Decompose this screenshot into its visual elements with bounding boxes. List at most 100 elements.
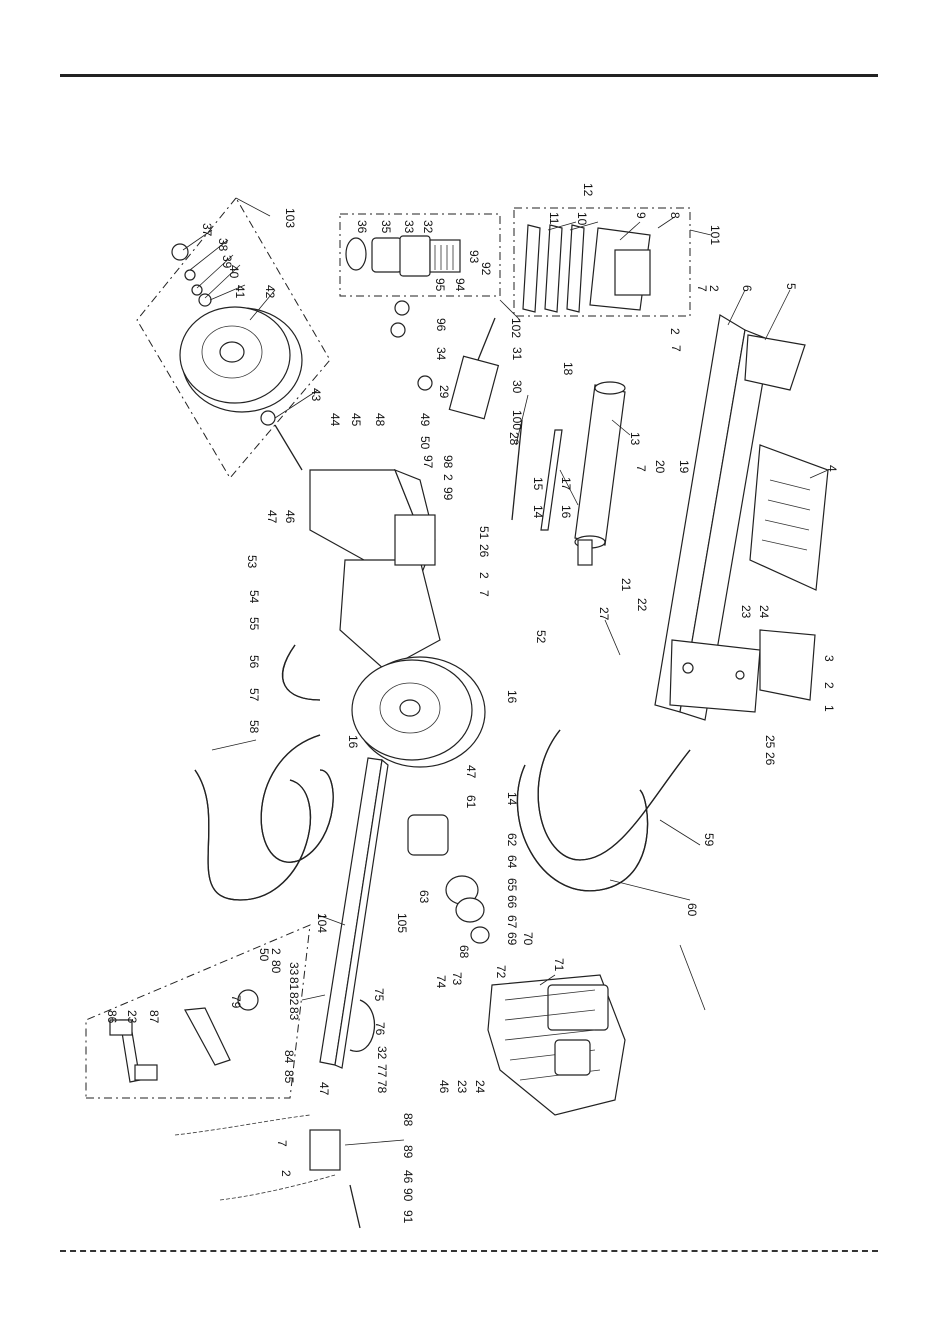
callout-62: 62 xyxy=(505,833,519,847)
callout-58: 58 xyxy=(247,720,261,734)
engine xyxy=(487,974,626,1116)
callout-90: 90 xyxy=(401,1188,415,1202)
callout-47-c: 47 xyxy=(317,1082,331,1096)
callout-2-f: 2 xyxy=(269,948,283,955)
group-102-boundary xyxy=(339,213,501,297)
callout-103: 103 xyxy=(283,208,297,228)
callout-8: 8 xyxy=(668,212,682,219)
callout-89: 89 xyxy=(401,1145,415,1159)
callout-59: 59 xyxy=(702,833,716,847)
callout-102: 102 xyxy=(509,318,523,338)
callout-35: 35 xyxy=(379,220,393,234)
callout-81: 81 xyxy=(287,977,301,991)
callout-30: 30 xyxy=(510,380,524,394)
callout-93: 93 xyxy=(467,250,481,264)
safety-chains xyxy=(174,1114,361,1229)
callout-7-c: 7 xyxy=(634,465,648,472)
callout-16-a: 16 xyxy=(559,505,573,519)
callout-26-b: 26 xyxy=(763,752,777,766)
callout-7-d: 7 xyxy=(477,590,491,597)
callout-37: 37 xyxy=(200,223,214,237)
callout-18: 18 xyxy=(561,362,575,376)
callout-77: 77 xyxy=(375,1064,389,1078)
callout-7-b: 7 xyxy=(669,345,683,352)
callout-2-d: 2 xyxy=(477,572,491,579)
callout-83: 83 xyxy=(287,1007,301,1021)
wheel-upper xyxy=(171,243,303,471)
callout-19: 19 xyxy=(677,460,691,474)
callout-24-b: 24 xyxy=(473,1080,487,1094)
callout-38: 38 xyxy=(216,238,230,252)
callout-56: 56 xyxy=(247,655,261,669)
callout-51: 51 xyxy=(477,526,491,540)
callout-44: 44 xyxy=(328,413,342,427)
callout-22: 22 xyxy=(635,598,649,612)
callout-49: 49 xyxy=(418,413,432,427)
pump-coupler xyxy=(407,814,490,944)
callout-5: 5 xyxy=(784,283,798,290)
callout-46-a: 46 xyxy=(283,510,297,524)
callout-21: 21 xyxy=(619,578,633,592)
callout-52: 52 xyxy=(534,630,548,644)
callout-68: 68 xyxy=(457,945,471,959)
callout-94: 94 xyxy=(453,278,467,292)
callout-46-c: 46 xyxy=(401,1170,415,1184)
callout-24-a: 24 xyxy=(757,605,771,619)
callout-2-c: 2 xyxy=(441,474,455,481)
callout-23-a: 23 xyxy=(739,605,753,619)
callout-84: 84 xyxy=(282,1050,296,1064)
header-rule xyxy=(60,74,878,77)
callout-2-e: 2 xyxy=(822,682,836,689)
callout-3: 3 xyxy=(822,655,836,662)
callout-34: 34 xyxy=(434,347,448,361)
callout-46-b: 46 xyxy=(437,1080,451,1094)
tow-tongue xyxy=(319,757,389,1069)
callout-2-a: 2 xyxy=(707,285,721,292)
callout-65: 65 xyxy=(505,878,519,892)
control-valve xyxy=(390,300,500,420)
hitch-assembly xyxy=(109,989,259,1083)
callout-13: 13 xyxy=(628,432,642,446)
callout-33-b: 33 xyxy=(287,962,301,976)
callout-14-a: 14 xyxy=(531,505,545,519)
callout-43: 43 xyxy=(309,388,323,402)
callout-74: 74 xyxy=(434,975,448,989)
callout-54: 54 xyxy=(247,590,261,604)
callout-11: 11 xyxy=(547,212,561,225)
callout-50-b: 50 xyxy=(257,948,271,962)
callout-61: 61 xyxy=(464,795,478,809)
callout-100: 100 xyxy=(510,410,524,430)
callout-86: 86 xyxy=(105,1010,119,1024)
callout-39: 39 xyxy=(220,255,234,269)
wedge-assembly xyxy=(522,224,651,313)
pump-assembly xyxy=(345,235,461,277)
group-101-boundary xyxy=(513,207,691,317)
callout-104: 104 xyxy=(315,913,329,933)
callout-57: 57 xyxy=(247,688,261,702)
beam-assembly xyxy=(654,314,829,721)
callout-66: 66 xyxy=(505,895,519,909)
callout-78: 78 xyxy=(375,1080,389,1094)
callout-72: 72 xyxy=(494,965,508,979)
callout-6: 6 xyxy=(740,285,754,292)
footer-rule xyxy=(60,1250,878,1252)
callout-55: 55 xyxy=(247,617,261,631)
callout-25: 25 xyxy=(763,735,777,749)
reservoir-tank xyxy=(309,468,441,671)
callout-75: 75 xyxy=(372,988,386,1002)
callout-27: 27 xyxy=(597,607,611,621)
callout-73: 73 xyxy=(450,972,464,986)
callout-4: 4 xyxy=(825,465,839,472)
callout-85: 85 xyxy=(282,1070,296,1084)
callout-14-b: 14 xyxy=(505,792,519,806)
leader-lines xyxy=(182,197,829,1146)
wheel-lower xyxy=(351,656,486,768)
hoses xyxy=(194,419,691,901)
callout-67: 67 xyxy=(505,915,519,929)
callout-80: 80 xyxy=(269,960,283,974)
callout-10: 10 xyxy=(575,212,589,226)
callout-76: 76 xyxy=(373,1022,387,1036)
callout-63: 63 xyxy=(417,890,431,904)
callout-99: 99 xyxy=(441,487,455,501)
callout-26-a: 26 xyxy=(477,544,491,558)
